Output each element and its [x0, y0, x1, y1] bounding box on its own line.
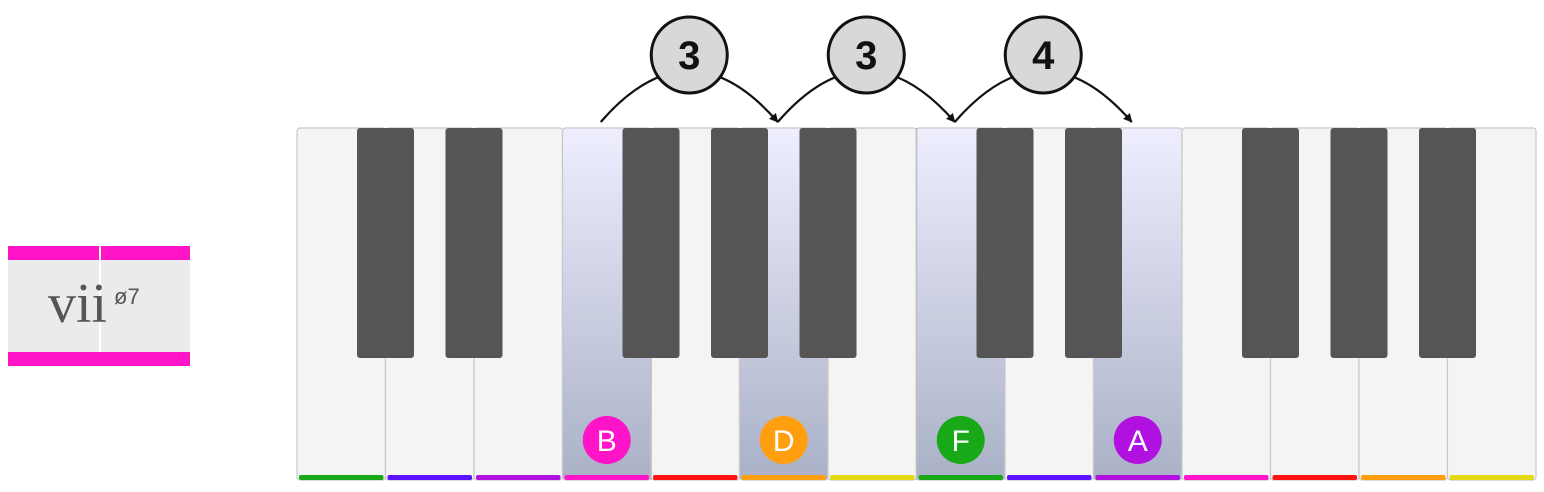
- chord-tone-label: D: [773, 425, 795, 458]
- chord-tone-dot-d: [759, 416, 808, 464]
- white-key-color-strip: [653, 475, 738, 480]
- interval-label: 3: [678, 34, 700, 78]
- chord-tone-dot-f: [936, 416, 985, 464]
- interval-label: 4: [1032, 34, 1055, 78]
- white-key-color-strip: [1449, 475, 1534, 480]
- interval-arcs: 3 3 4: [599, 15, 1133, 123]
- chord-quality-superscript: ø7: [114, 284, 140, 309]
- white-key-color-strip: [1184, 475, 1269, 480]
- black-key: [1330, 128, 1388, 358]
- black-key: [976, 128, 1034, 358]
- black-key: [711, 128, 768, 358]
- chord-symbol-badge: vii ø7: [8, 246, 190, 366]
- interval-bubble: [1003, 15, 1083, 95]
- white-key-color-strip: [830, 475, 915, 480]
- white-key-color-strip: [387, 475, 472, 480]
- black-key: [1242, 128, 1299, 358]
- interval-bubble: [826, 15, 906, 95]
- white-key-color-strip: [1272, 475, 1357, 480]
- chord-tone-label: B: [597, 425, 617, 458]
- interval-label: 3: [855, 34, 877, 78]
- chord-tone-label: F: [952, 425, 970, 458]
- black-key: [1065, 128, 1122, 358]
- white-key-color-strip: [918, 475, 1003, 480]
- chord-badge-bottom-bar: [8, 352, 190, 366]
- black-key: [445, 128, 503, 358]
- black-key: [799, 128, 857, 358]
- white-key-color-strip: [476, 475, 561, 480]
- black-key: [1419, 128, 1476, 358]
- chord-tone-dot-a: [1113, 416, 1162, 464]
- chord-tone-label: A: [1128, 425, 1148, 458]
- white-key-color-strip: [1095, 475, 1180, 480]
- white-key-color-strip: [741, 475, 826, 480]
- chord-badge-divider: [99, 246, 101, 366]
- white-key-color-strip: [299, 475, 384, 480]
- black-key: [622, 128, 680, 358]
- interval-bubble: [649, 15, 729, 95]
- black-key: [357, 128, 414, 358]
- chord-tone-dot-b: [582, 416, 631, 464]
- white-key-color-strip: [564, 475, 649, 480]
- black-keys: [357, 128, 1476, 358]
- chord-roman-numeral: vii: [48, 273, 108, 335]
- white-key-color-strip: [1361, 475, 1446, 480]
- white-key-color-strip: [1007, 475, 1092, 480]
